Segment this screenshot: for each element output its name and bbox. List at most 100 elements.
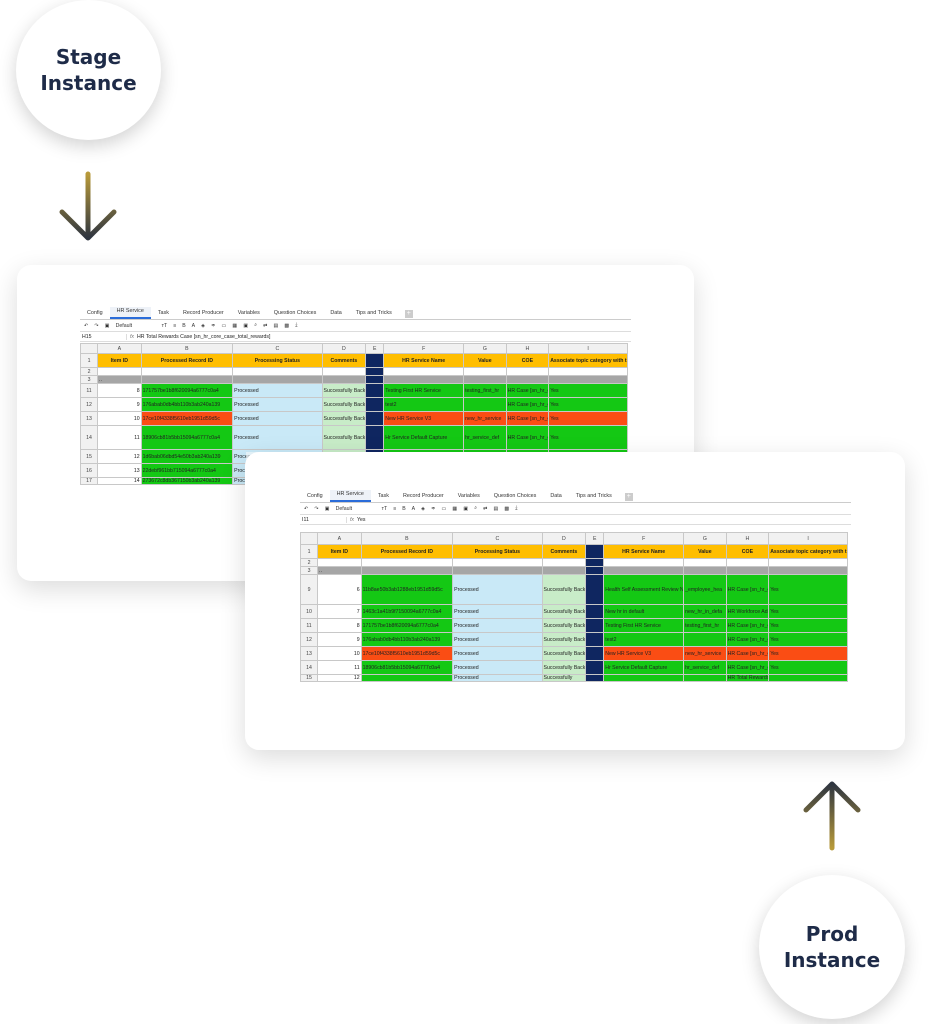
tab-question-choices[interactable]: Question Choices <box>273 310 317 316</box>
valign-icon[interactable]: ≑ <box>211 322 216 329</box>
service-name-cell[interactable]: New HR Service V3 <box>603 646 685 661</box>
record-id-cell[interactable]: 17ce10f4338f5610eb1951d59d5c <box>360 646 454 661</box>
item-id-cell[interactable]: 9 <box>97 397 142 412</box>
header-cell[interactable]: Comments <box>321 353 367 368</box>
cell[interactable] <box>360 558 454 567</box>
comment-cell[interactable]: Successfully Backfilled <box>321 383 367 398</box>
cell[interactable] <box>548 375 628 384</box>
row-number[interactable]: 3 <box>80 375 99 384</box>
item-id-cell[interactable]: 14 <box>97 477 142 485</box>
status-cell[interactable]: Processed <box>232 411 323 426</box>
coe-cell[interactable]: HR Case [sn_hr_c <box>505 397 550 412</box>
add-sheet-icon[interactable]: + <box>624 493 633 501</box>
column-header-f[interactable]: F <box>603 532 685 545</box>
header-cell[interactable]: Value <box>683 544 727 559</box>
column-header-i[interactable]: I <box>768 532 848 545</box>
cell[interactable] <box>452 566 543 575</box>
service-name-cell[interactable]: Health Self Assessment Review New <box>603 574 685 605</box>
value-cell[interactable]: new_hr_in_defa <box>683 604 727 619</box>
value-cell[interactable] <box>683 632 727 647</box>
bold-icon[interactable]: B <box>402 505 406 512</box>
status-cell[interactable]: Processed <box>452 674 543 682</box>
value-cell[interactable]: hr_service_def <box>683 660 727 675</box>
divider-cell[interactable] <box>585 618 605 633</box>
tab-tips-and-tricks[interactable]: Tips and Tricks <box>355 310 392 316</box>
record-id-cell[interactable]: 171757be1b8f620094a6777c0a4 <box>360 618 454 633</box>
associate-cell[interactable]: Yes <box>768 632 848 647</box>
status-cell[interactable]: Processed <box>232 397 323 412</box>
cell[interactable] <box>383 375 465 384</box>
cell[interactable]: .. <box>97 375 142 384</box>
value-cell[interactable]: testing_first_hr <box>463 383 507 398</box>
tab-task[interactable]: Task <box>377 493 389 499</box>
comment-cell[interactable]: Successfully Backfilled <box>541 618 587 633</box>
undo-icon[interactable]: ↶ <box>84 322 89 329</box>
associate-cell[interactable]: Yes <box>768 618 848 633</box>
column-header-g[interactable]: G <box>463 343 507 354</box>
value-cell[interactable]: hr_service_def <box>463 425 507 450</box>
pivot-icon[interactable]: ▩ <box>284 322 290 329</box>
column-header-h[interactable]: H <box>725 532 770 545</box>
service-name-cell[interactable]: New hr in default <box>603 604 685 619</box>
divider-cell[interactable] <box>585 674 605 682</box>
row-number[interactable]: 1 <box>300 544 319 559</box>
comment-cell[interactable]: Successfully Backfilled <box>321 397 367 412</box>
cell[interactable] <box>463 375 507 384</box>
associate-cell[interactable]: Yes <box>548 411 628 426</box>
cell-reference[interactable]: I11 <box>300 516 347 523</box>
status-cell[interactable]: Processed <box>452 660 543 675</box>
cell[interactable] <box>603 566 685 575</box>
column-header-e[interactable]: E <box>365 343 385 354</box>
status-cell[interactable]: Processed <box>232 425 323 450</box>
header-cell[interactable]: Associate topic category with this COE? <box>548 353 628 368</box>
service-name-cell[interactable]: Testing First HR Service <box>383 383 465 398</box>
column-header-f[interactable]: F <box>383 343 465 354</box>
divider-cell[interactable] <box>585 574 605 605</box>
cell[interactable] <box>321 367 367 376</box>
wrap-icon[interactable]: ⇄ <box>483 505 488 512</box>
chart-icon[interactable]: ▤ <box>493 505 499 512</box>
select-all-corner[interactable] <box>300 532 319 545</box>
cell[interactable] <box>365 375 385 384</box>
formula-input[interactable]: HR Total Rewards Case [sn_hr_core_case_t… <box>137 333 271 340</box>
row-number[interactable]: 15 <box>80 449 99 464</box>
column-header-a[interactable]: A <box>97 343 142 354</box>
column-header-h[interactable]: H <box>505 343 550 354</box>
tab-data[interactable]: Data <box>330 310 342 316</box>
divider-cell[interactable] <box>365 425 385 450</box>
cell[interactable] <box>768 566 848 575</box>
item-id-cell[interactable]: 7 <box>317 604 362 619</box>
value-cell[interactable]: new_hr_service <box>463 411 507 426</box>
value-cell[interactable]: new_hr_service <box>683 646 727 661</box>
merge-icon[interactable]: ▭ <box>221 322 227 329</box>
image-icon[interactable]: ▣ <box>463 505 469 512</box>
header-cell[interactable]: Item ID <box>317 544 362 559</box>
coe-cell[interactable]: HR Case [sn_hr_c <box>725 574 770 605</box>
bold-icon[interactable]: B <box>182 322 186 329</box>
fill-color-icon[interactable]: ◈ <box>201 322 206 329</box>
download-icon[interactable]: ⤓ <box>295 322 298 328</box>
header-cell[interactable]: Value <box>463 353 507 368</box>
comment-cell[interactable]: Successfully Backfilled <box>321 425 367 450</box>
cell[interactable] <box>452 558 543 567</box>
associate-cell[interactable]: Yes <box>548 397 628 412</box>
redo-icon[interactable]: ↷ <box>314 505 319 512</box>
row-number[interactable]: 16 <box>80 463 99 478</box>
search-icon[interactable]: ⌕ <box>254 322 258 328</box>
row-number[interactable]: 15 <box>300 674 319 682</box>
comment-cell[interactable]: Successfully Backfilled <box>541 604 587 619</box>
associate-cell[interactable]: Yes <box>768 604 848 619</box>
column-header-d[interactable]: D <box>541 532 587 545</box>
row-number[interactable]: 11 <box>80 383 99 398</box>
row-number[interactable]: 10 <box>300 604 319 619</box>
associate-cell[interactable]: Yes <box>768 660 848 675</box>
font-size-icon[interactable]: ᴛT <box>381 505 388 512</box>
align-icon[interactable]: ≡ <box>393 505 397 512</box>
valign-icon[interactable]: ≑ <box>431 505 436 512</box>
row-number[interactable]: 13 <box>300 646 319 661</box>
cell[interactable] <box>321 375 367 384</box>
fill-color-icon[interactable]: ◈ <box>421 505 426 512</box>
associate-cell[interactable]: Yes <box>548 383 628 398</box>
cell-reference[interactable]: H15 <box>80 333 127 340</box>
tab-record-producer[interactable]: Record Producer <box>182 310 224 316</box>
